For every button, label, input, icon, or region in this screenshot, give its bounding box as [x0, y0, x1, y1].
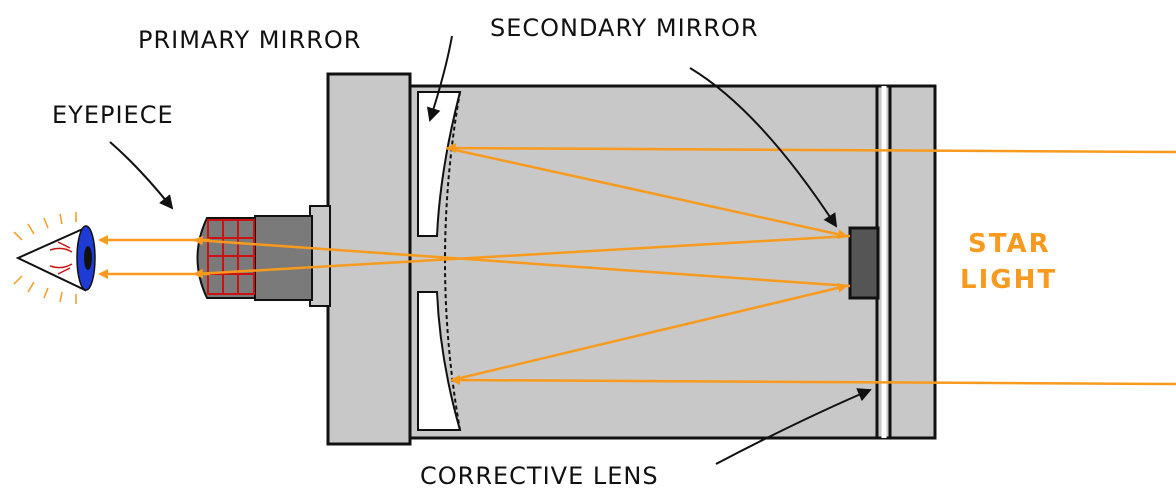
return-ray-upper: [193, 234, 851, 279]
label-corrective-lens: CORRECTIVE LENS: [420, 462, 659, 490]
label-primary-mirror: PRIMARY MIRROR: [138, 26, 361, 54]
incoming-ray-bottom: [450, 375, 1176, 386]
label-light: LIGHT: [960, 265, 1057, 295]
eye-icon: [13, 212, 96, 304]
leader-lines: [109, 35, 872, 465]
reflected-ray-bottom: [451, 282, 848, 382]
incoming-ray-top: [446, 143, 1176, 154]
label-eyepiece: EYEPIECE: [52, 101, 174, 129]
eyepiece-lens-grid: [207, 219, 255, 295]
label-secondary-mirror: SECONDARY MIRROR: [490, 14, 759, 42]
return-ray-lower: [193, 235, 851, 288]
primary-mirror: [417, 91, 462, 431]
reflected-ray-top: [445, 146, 848, 240]
eyepiece-assembly: [196, 205, 331, 307]
label-star: STAR: [968, 229, 1051, 259]
secondary-mirror: [848, 226, 880, 300]
light-rays: [98, 143, 1176, 386]
